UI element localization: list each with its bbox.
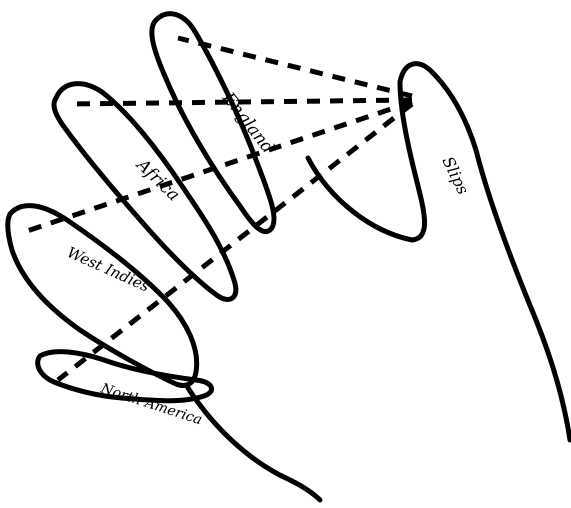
- route-slips-to-north-america: [58, 104, 412, 380]
- label-england: England: [217, 88, 278, 158]
- label-slips: Slips: [438, 153, 472, 197]
- hand-thumb-outline: [308, 64, 570, 440]
- hand-wrist-outline: [188, 388, 320, 500]
